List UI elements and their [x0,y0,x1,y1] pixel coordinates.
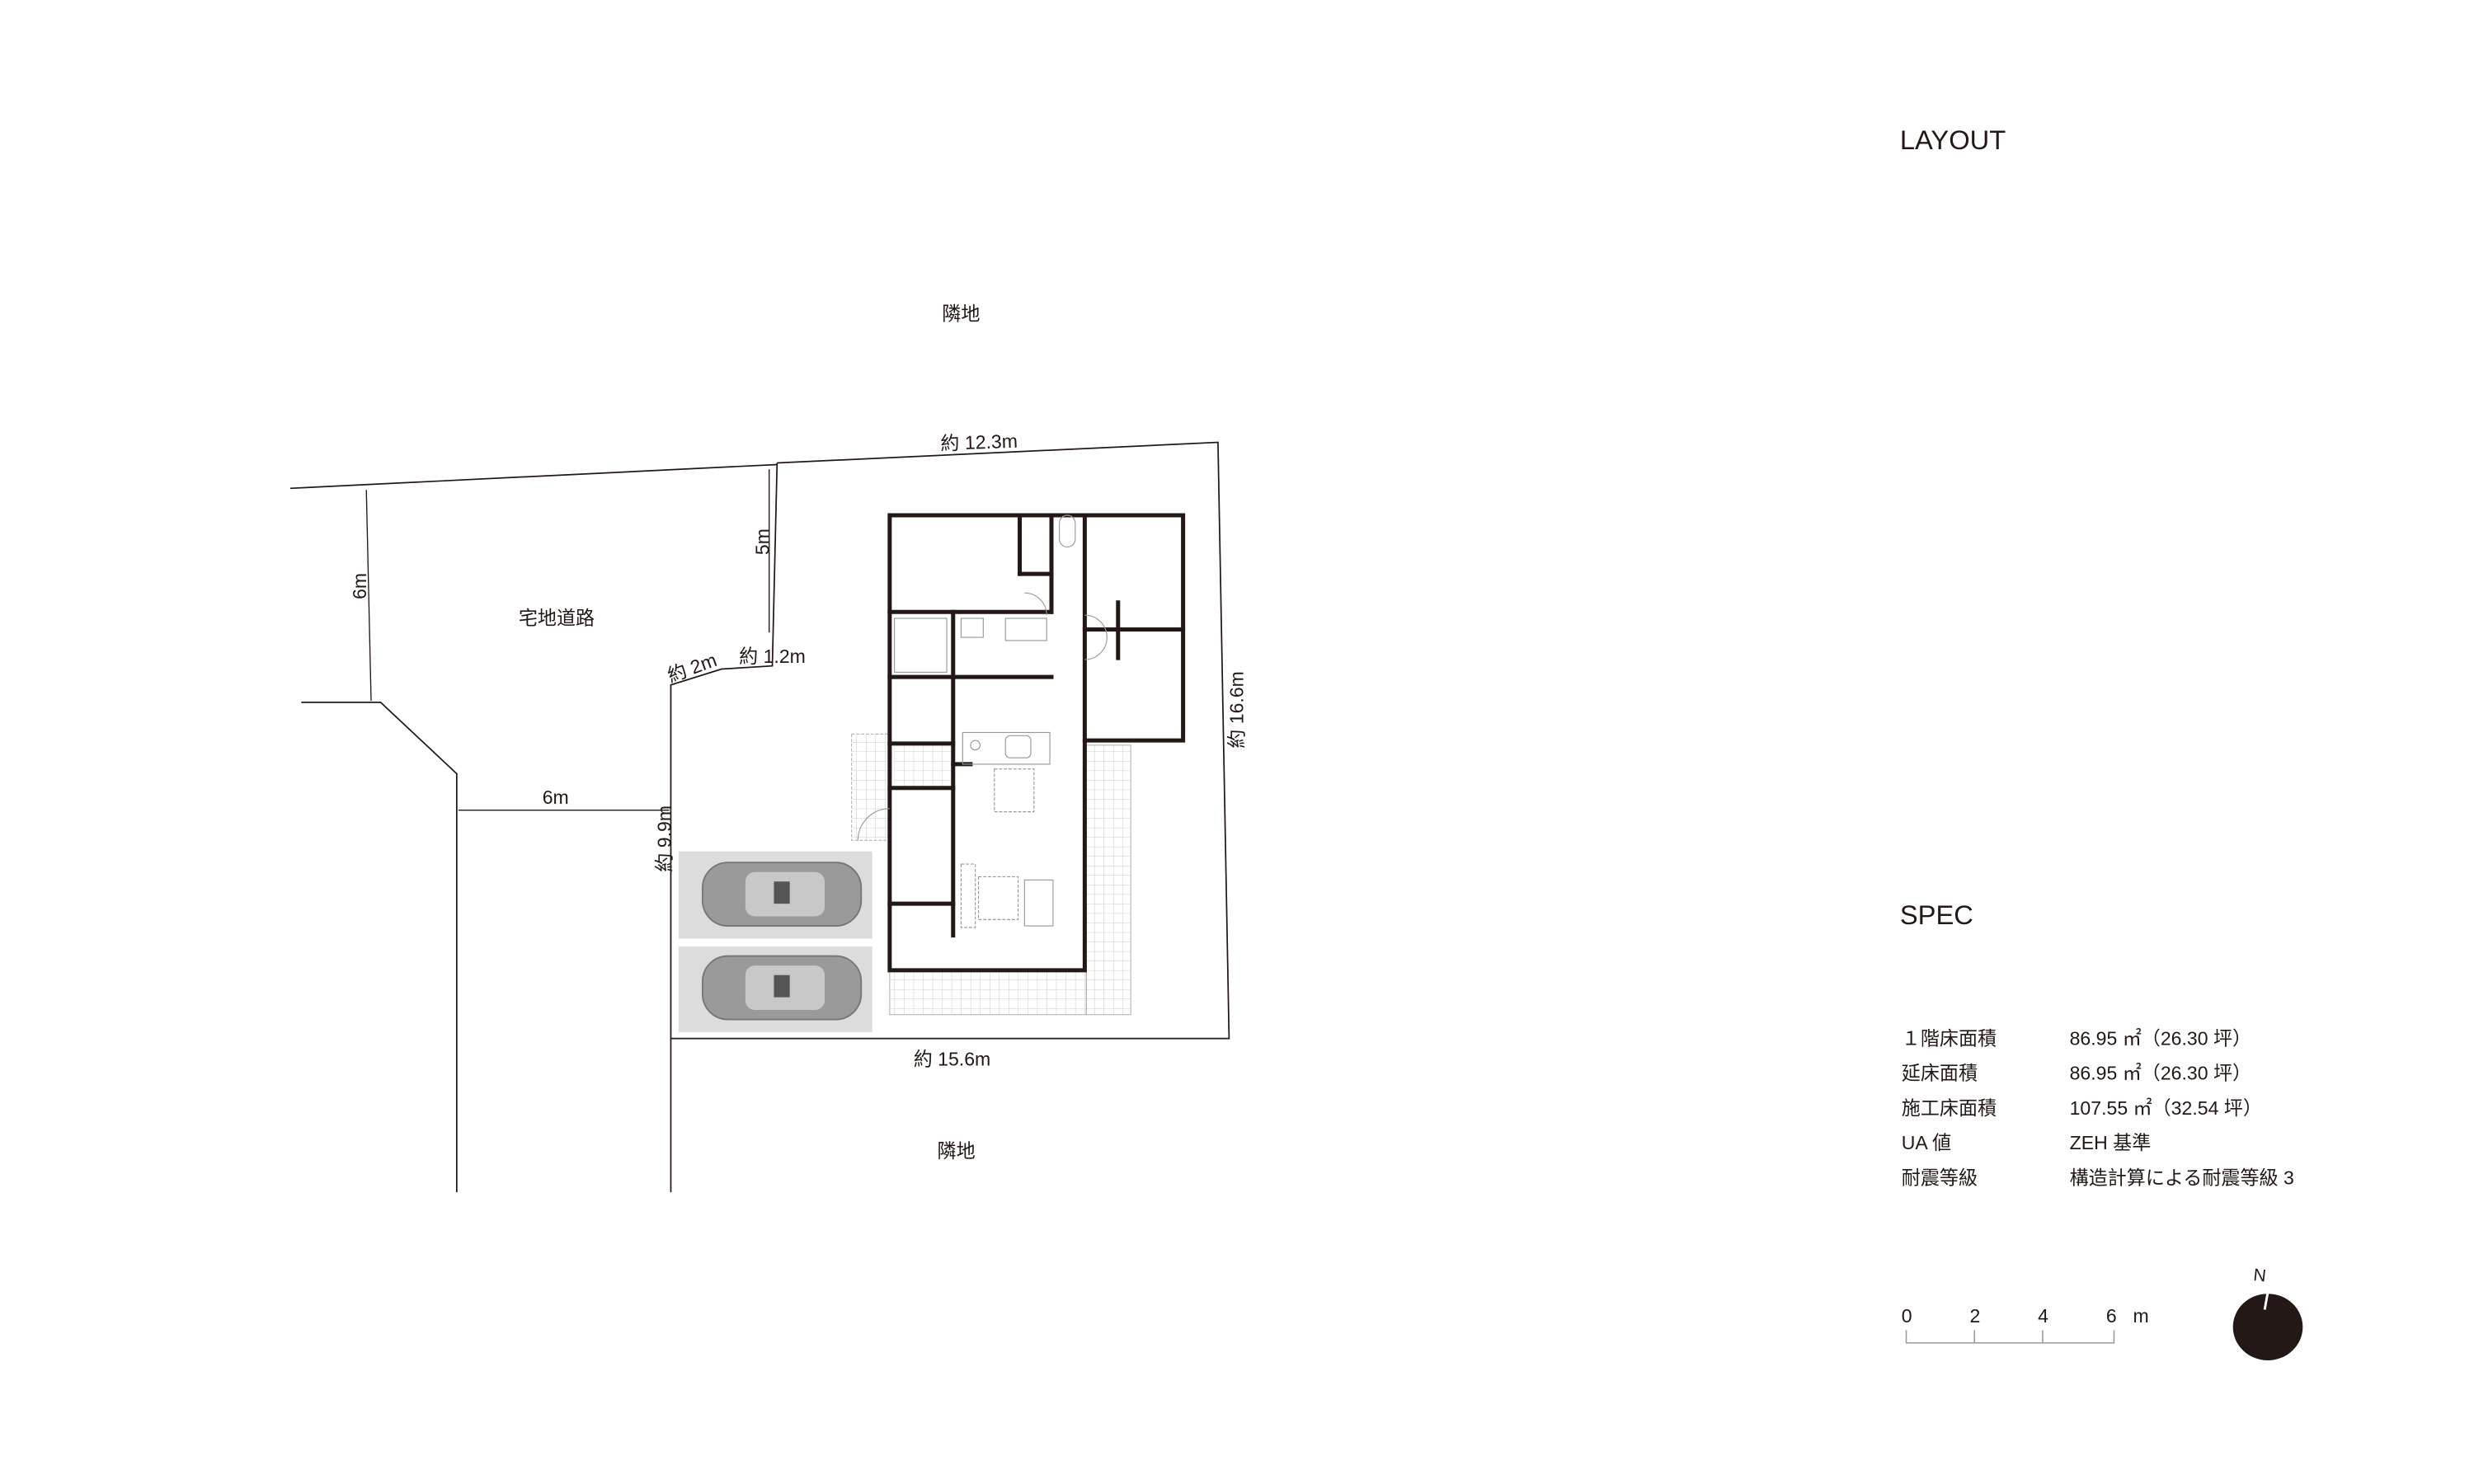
north-compass: N [2232,1266,2303,1360]
house-floor-plan [887,513,1186,973]
spec-value: 86.95 ㎡（26.30 坪） [2070,1063,2252,1084]
spec-label: 延床面積 [1902,1063,1978,1084]
scale-tick-label: 4 [2038,1305,2048,1327]
dim-road-width: 6m [349,573,370,599]
dim-left-lot: 約 9.9m [653,805,675,872]
spec-value: 構造計算による耐震等級 3 [2070,1167,2294,1189]
dim-notch: 5m [752,528,774,555]
spec-label: １階床面積 [1902,1027,1997,1049]
compass-north-label: N [2252,1266,2267,1285]
spec-title: SPEC [1900,899,1973,930]
furniture [857,514,1108,928]
dim-top: 約 12.3m [940,430,1018,454]
dim-road-width-2: 6m [543,787,569,808]
layout-title: LAYOUT [1900,124,2006,155]
parking-space [679,851,872,1032]
spec-label: 耐震等級 [1902,1167,1978,1189]
compass-disc [2232,1294,2303,1360]
scale-tick-label: 6 [2106,1305,2117,1327]
neighbor-label-top: 隣地 [942,303,980,324]
spec-value: 107.55 ㎡（32.54 坪） [2070,1097,2262,1119]
dim-bottom: 約 15.6m [914,1048,991,1069]
spec-label: UA 値 [1902,1132,1951,1153]
spec-table: １階床面積 86.95 ㎡（26.30 坪） 延床面積 86.95 ㎡（26.3… [1902,1027,2294,1188]
dimension-lines [365,469,770,811]
spec-label: 施工床面積 [1902,1097,1997,1119]
dim-right: 約 16.6m [1226,671,1248,749]
scale-bar: 0 2 4 6 m [1902,1305,2149,1344]
dim-chamfer: 約 2m [665,649,720,686]
dim-setback: 約 1.2m [739,646,806,667]
car-icon [701,862,863,928]
terrace-deck [851,733,1131,1016]
neighbor-label-bottom: 隣地 [938,1140,976,1162]
scale-tick-label: 2 [1969,1305,1980,1327]
scale-unit: m [2133,1305,2149,1327]
car-icon [701,955,863,1021]
spec-value: ZEH 基準 [2070,1132,2152,1153]
site-boundaries [289,441,1230,1193]
road-label: 宅地道路 [519,608,595,629]
scale-tick-label: 0 [1902,1305,1912,1327]
spec-value: 86.95 ㎡（26.30 坪） [2070,1027,2252,1049]
